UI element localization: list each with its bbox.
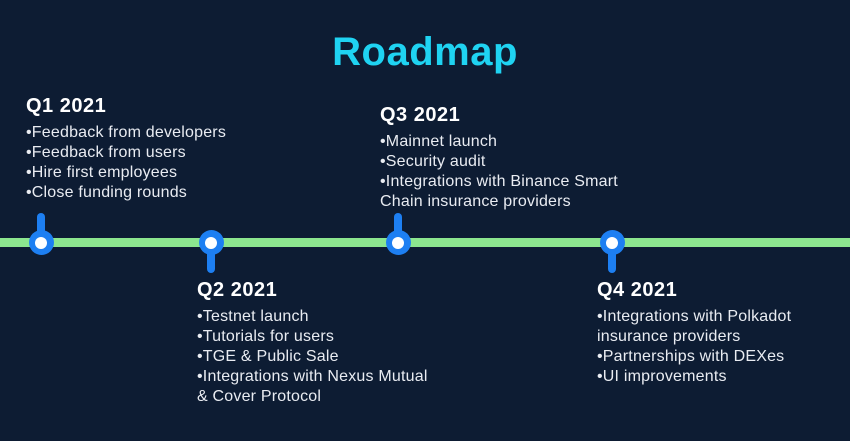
milestone-item: •UI improvements: [597, 368, 727, 385]
milestone-heading: Q3 2021: [380, 104, 461, 126]
milestone-heading: Q2 2021: [197, 279, 278, 301]
milestone-heading: Q1 2021: [26, 95, 107, 117]
milestone-item: •Tutorials for users: [197, 328, 335, 345]
milestone-item: •Integrations with Binance Smart Chain i…: [380, 173, 618, 210]
milestone-item: •Feedback from developers: [26, 124, 227, 141]
marker-dot-core: [606, 236, 618, 249]
marker-dot-core: [205, 236, 217, 249]
milestone-item: •TGE & Public Sale: [197, 348, 339, 365]
milestone-item: •Close funding rounds: [26, 184, 188, 201]
milestone-item: •Testnet launch: [197, 308, 309, 325]
milestone-item: •Integrations with Polkadot insurance pr…: [597, 308, 792, 345]
marker-stem: [207, 240, 215, 273]
marker-dot-icon: [599, 230, 625, 255]
milestone-item: •Feedback from users: [26, 144, 186, 161]
milestone-item: •Integrations with Nexus Mutual & Cover …: [197, 368, 428, 405]
milestone-heading: Q4 2021: [597, 279, 678, 301]
timeline-line: [0, 238, 850, 247]
marker-dot-core: [392, 236, 404, 249]
milestone-item: •Partnerships with DEXes: [597, 348, 785, 365]
marker-dot-icon: [28, 230, 54, 255]
milestone-block-q2: Q2 2021 •Testnet launch •Tutorials for u…: [197, 279, 497, 407]
marker-stem: [608, 240, 616, 273]
milestone-block-q4: Q4 2021 •Integrations with Polkadot insu…: [597, 279, 847, 387]
milestone-block-q3: Q3 2021 •Mainnet launch •Security audit …: [380, 104, 680, 212]
marker-dot-core: [35, 236, 47, 249]
page-title: Roadmap: [332, 30, 518, 74]
milestone-item: •Security audit: [380, 153, 486, 170]
milestone-item: •Mainnet launch: [380, 133, 498, 150]
marker-stem: [394, 213, 402, 245]
marker-stem: [37, 213, 45, 245]
milestone-item: •Hire first employees: [26, 164, 178, 181]
marker-dot-icon: [385, 230, 411, 255]
marker-dot-icon: [198, 230, 224, 255]
milestone-block-q1: Q1 2021 •Feedback from developers •Feedb…: [26, 95, 336, 203]
